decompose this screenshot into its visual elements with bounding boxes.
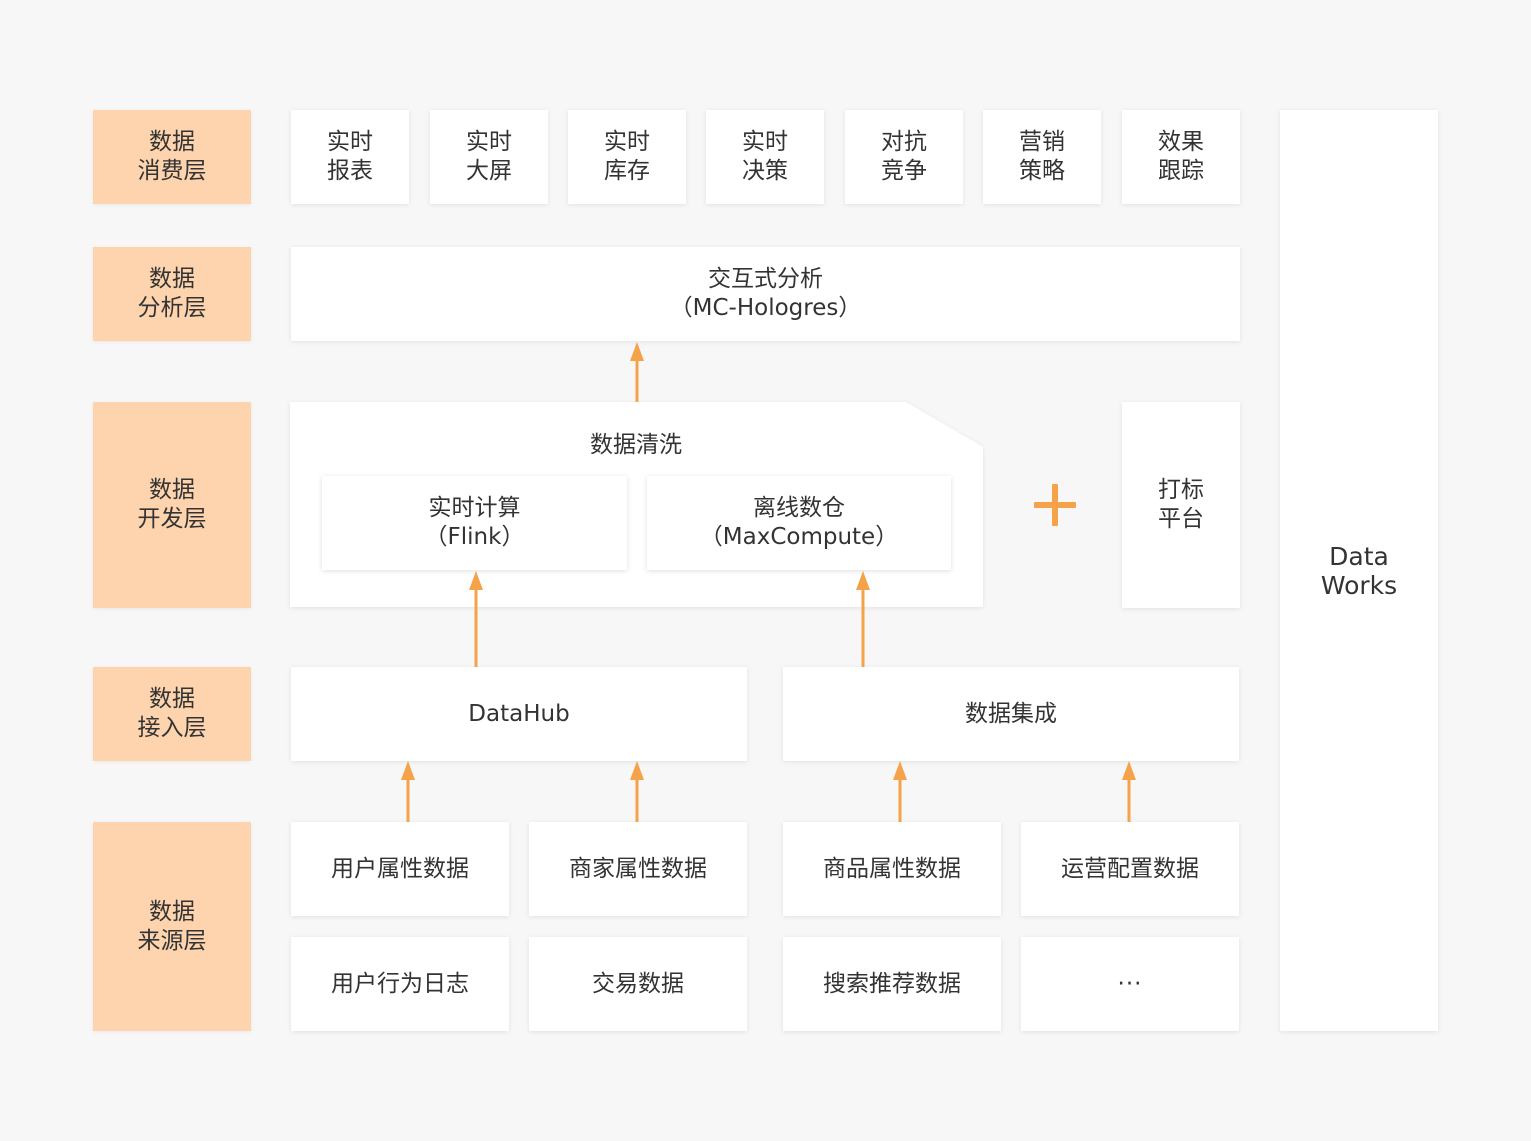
source-more: ··· [1021, 937, 1239, 1031]
node-label: 用户行为日志 [331, 970, 469, 997]
node-label-line1: 交互式分析 [708, 266, 823, 292]
node-label-line2: 竞争 [881, 158, 927, 184]
node-label-line1: 实时 [742, 129, 788, 155]
consumption-realtime-inventory: 实时 库存 [568, 110, 686, 204]
layer-label-line1: 数据 [149, 686, 195, 712]
node-label-line2: 报表 [327, 158, 373, 184]
ellipsis-label: ··· [1117, 970, 1143, 997]
node-label-line2: 策略 [1019, 158, 1065, 184]
node-label-line2: （MC-Hologres） [669, 295, 862, 321]
access-datahub: DataHub [291, 667, 747, 761]
node-label-line2: （MaxCompute） [699, 524, 899, 550]
node-label-line2: 决策 [742, 158, 788, 184]
source-transaction-data: 交易数据 [529, 937, 747, 1031]
node-label: 商家属性数据 [569, 855, 707, 882]
source-operation-config: 运营配置数据 [1021, 822, 1239, 916]
consumption-competition: 对抗 竞争 [845, 110, 963, 204]
arrow-up-icon [1122, 761, 1136, 822]
offline-warehouse-maxcompute: 离线数仓 （MaxCompute） [647, 476, 951, 570]
access-data-integration: 数据集成 [783, 667, 1239, 761]
node-label: 搜索推荐数据 [823, 970, 961, 997]
source-user-behavior-log: 用户行为日志 [291, 937, 509, 1031]
node-label-line1: 实时计算 [428, 495, 521, 521]
layer-development-label: 数据 开发层 [93, 402, 251, 608]
source-product-attributes: 商品属性数据 [783, 822, 1001, 916]
plus-icon-vertical [1052, 484, 1058, 526]
node-label-line2: （Flink） [424, 524, 525, 550]
layer-label-line1: 数据 [149, 477, 195, 503]
consumption-realtime-screen: 实时 大屏 [430, 110, 548, 204]
node-label-line1: 对抗 [881, 129, 927, 155]
node-label-line1: 离线数仓 [753, 495, 845, 521]
node-label-line2: 库存 [604, 158, 650, 184]
node-label-line2: 平台 [1158, 506, 1204, 532]
dataworks-panel: Data Works [1280, 110, 1438, 1031]
consumption-effect-tracking: 效果 跟踪 [1122, 110, 1240, 204]
plus-icon [1030, 480, 1080, 530]
node-label-line1: 实时 [604, 129, 650, 155]
node-label-line1: 实时 [466, 129, 512, 155]
consumption-realtime-decision: 实时 决策 [706, 110, 824, 204]
realtime-compute-flink: 实时计算 （Flink） [322, 476, 627, 570]
node-label-line2: 跟踪 [1158, 158, 1204, 184]
node-label: 运营配置数据 [1061, 855, 1199, 882]
arrow-up-icon [630, 761, 644, 822]
layer-label-line2: 接入层 [137, 715, 207, 741]
layer-label-line2: 消费层 [137, 158, 207, 184]
data-cleansing-title: 数据清洗 [590, 432, 682, 458]
node-label: 用户属性数据 [331, 855, 469, 882]
consumption-realtime-report: 实时 报表 [291, 110, 409, 204]
arrow-up-icon [401, 761, 415, 822]
source-merchant-attributes: 商家属性数据 [529, 822, 747, 916]
node-label: 商品属性数据 [823, 855, 961, 882]
layer-analysis-label: 数据 分析层 [93, 247, 251, 341]
analysis-hologres: 交互式分析 （MC-Hologres） [291, 247, 1240, 341]
node-label: DataHub [468, 700, 570, 727]
node-label-line1: Data [1329, 541, 1389, 571]
source-search-recommend-data: 搜索推荐数据 [783, 937, 1001, 1031]
node-label-line1: 实时 [327, 129, 373, 155]
layer-label-line2: 开发层 [137, 506, 207, 532]
layer-consumption-label: 数据 消费层 [93, 110, 251, 204]
tagging-platform: 打标 平台 [1122, 402, 1240, 608]
consumption-marketing-strategy: 营销 策略 [983, 110, 1101, 204]
layer-label-line1: 数据 [149, 898, 195, 925]
node-label: 数据集成 [965, 700, 1057, 727]
layer-label-line2: 分析层 [137, 295, 207, 321]
node-label-line1: 效果 [1158, 129, 1204, 155]
layer-label-line2: 来源层 [137, 927, 207, 954]
layer-label-line1: 数据 [149, 129, 195, 155]
node-label-line1: 营销 [1019, 129, 1065, 155]
node-label-line2: Works [1320, 570, 1398, 600]
arrow-up-icon [630, 342, 644, 402]
node-label-line2: 大屏 [466, 158, 512, 184]
node-label-line1: 打标 [1158, 477, 1204, 503]
layer-source-label: 数据 来源层 [93, 822, 251, 1031]
layer-label-line1: 数据 [149, 266, 195, 292]
arrow-up-icon [893, 761, 907, 822]
source-user-attributes: 用户属性数据 [291, 822, 509, 916]
node-label: 交易数据 [592, 970, 684, 997]
layer-access-label: 数据 接入层 [93, 667, 251, 761]
